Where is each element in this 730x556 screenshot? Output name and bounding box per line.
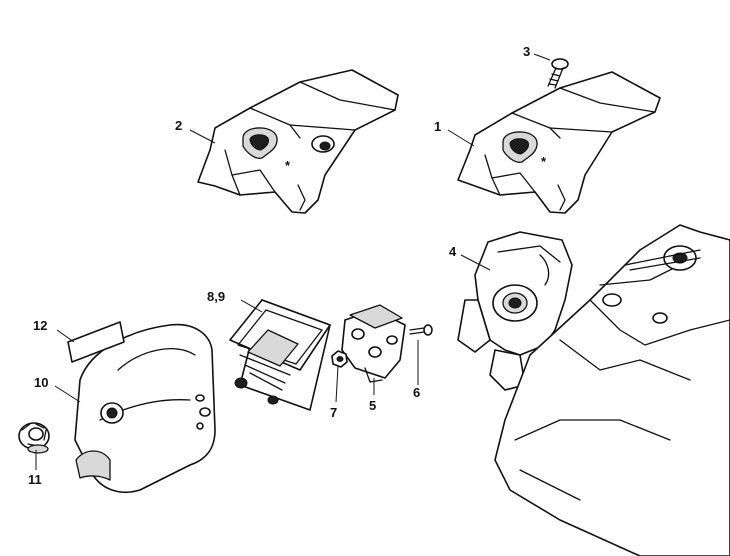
screw-part-6 [409, 324, 433, 336]
shroud-part-1 [457, 71, 661, 214]
callout-3: 3 [523, 44, 530, 59]
nut-part-7 [331, 350, 348, 368]
callout-7: 7 [330, 405, 337, 420]
label-part-12 [67, 321, 125, 363]
callout-4: 4 [449, 244, 457, 259]
leader-lines [35, 53, 551, 470]
spacer-part-5 [341, 304, 406, 383]
asterisk-mark-part-2: * [285, 158, 291, 173]
callout-5: 5 [369, 398, 376, 413]
callout-11: 11 [28, 472, 42, 487]
callout-6: 6 [413, 385, 420, 400]
callout-12: 12 [33, 318, 47, 333]
shroud-part-2 [197, 69, 399, 214]
filter-base-part-4 [457, 231, 573, 391]
screw-part-3 [547, 58, 569, 89]
knob-part-11 [18, 422, 50, 454]
callout-labels: 2 1 3 4 8,9 5 6 7 12 10 11 [28, 44, 530, 487]
filter-cover-part-10 [74, 323, 216, 493]
air-filter-part-8-9 [229, 299, 331, 411]
callout-8-9: 8,9 [207, 289, 225, 304]
callout-2: 2 [175, 118, 182, 133]
asterisk-mark-part-1: * [541, 154, 547, 169]
callout-10: 10 [34, 375, 48, 390]
engine-housing [494, 224, 730, 556]
callout-1: 1 [434, 119, 441, 134]
